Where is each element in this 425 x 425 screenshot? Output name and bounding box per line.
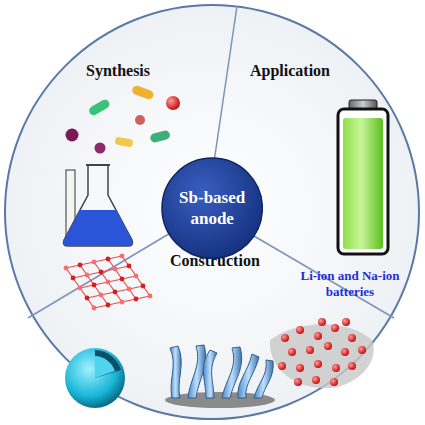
battery-caption: Li-ion and Na-ion batteries: [295, 268, 405, 300]
section-title: Application: [250, 62, 330, 80]
circle-shape: [161, 157, 263, 259]
section-title: Synthesis: [86, 62, 150, 80]
node-text: Sb-based anode: [161, 187, 263, 229]
center-circle: Sb-based anode: [161, 157, 263, 259]
